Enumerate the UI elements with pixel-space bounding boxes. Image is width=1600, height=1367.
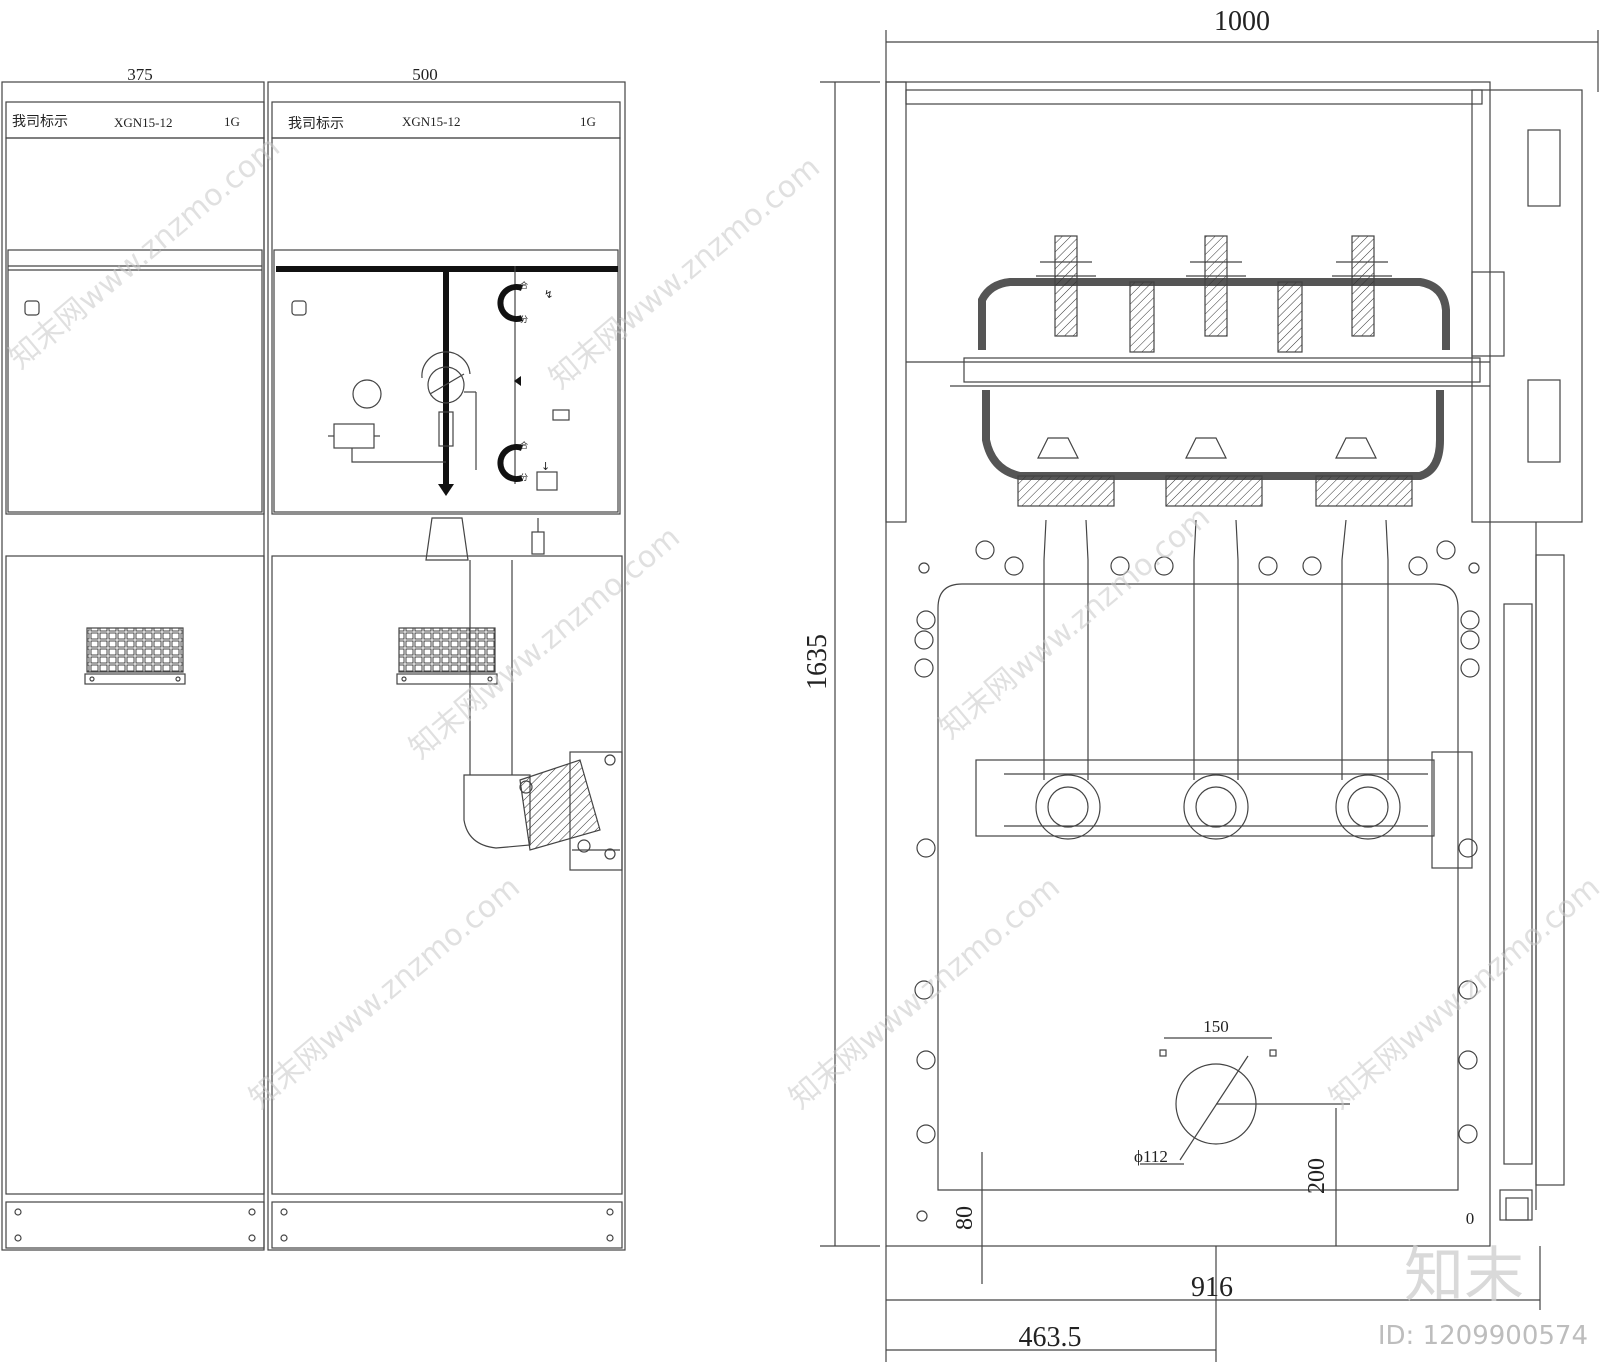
- breaker-symbol: [427, 366, 465, 404]
- right-mimic-door: [273, 249, 619, 513]
- close-mark-lower: 合: [520, 440, 528, 450]
- watermark-site-7: 知末网www.znzmo.com: [1323, 870, 1600, 1116]
- upper-bushings: [978, 235, 1450, 353]
- watermark-brand: 知末: [1404, 1241, 1524, 1311]
- left-nameplate-model: XGN15-12: [114, 115, 173, 130]
- vacuum-chamber-housing: [982, 390, 1444, 480]
- left-nameplate-code: 1G: [224, 114, 240, 129]
- left-nameplate-label: 我司标示: [12, 114, 68, 130]
- watermark-site-4: 知末网www.znzmo.com: [243, 870, 527, 1116]
- svg-text:↯: ↯: [544, 288, 553, 301]
- height-dimension: 1635: [802, 634, 833, 690]
- right-nameplate-code: 1G: [580, 114, 596, 129]
- left-relay-door: [7, 249, 263, 513]
- close-mark-upper: 合: [520, 280, 528, 290]
- half-width-dimension: 463.5: [1019, 1322, 1082, 1353]
- current-transformer-rail: [975, 759, 1435, 837]
- svg-text:↓: ↓: [541, 460, 550, 473]
- right-nameplate-label: 我司标示: [288, 116, 344, 132]
- cable-entry-hole: [1175, 1063, 1257, 1145]
- hole-offset-dimension: 200: [1304, 1158, 1330, 1194]
- left-plinth: [5, 1201, 265, 1249]
- watermark-site-6: 知末网www.znzmo.com: [783, 870, 1067, 1116]
- mimic-diagram: ↯ ↓ 合 分 合 分: [276, 266, 618, 496]
- left-lower-door: [5, 555, 265, 1195]
- cable-compartment-panel: [937, 583, 1459, 1191]
- open-mark-upper: 分: [520, 315, 528, 324]
- upper-disconnector-symbol: [497, 284, 524, 322]
- front-view: ↯ ↓ 合 分 合 分: [1, 81, 626, 1251]
- watermark-site-5: 知末网www.znzmo.com: [933, 500, 1217, 746]
- watermark-site-1: 知末网www.znzmo.com: [3, 130, 287, 376]
- watermark-id: ID: 1209900574: [1378, 1321, 1588, 1351]
- bottom-margin-dimension: 80: [952, 1206, 978, 1230]
- open-mark-lower: 分: [520, 473, 528, 482]
- corner-mark: 0: [1466, 1209, 1475, 1228]
- lower-disconnector-symbol: [497, 444, 524, 482]
- right-plinth: [271, 1201, 623, 1249]
- cabinet-body: [885, 81, 1491, 1247]
- left-width-dimension: 375: [127, 65, 153, 84]
- hole-diameter-dimension: ϕ112: [1134, 1147, 1168, 1166]
- watermark-site-2: 知末网www.znzmo.com: [543, 150, 827, 396]
- hole-spacing-dimension: 150: [1203, 1017, 1229, 1036]
- total-width-dimension: 1000: [1214, 6, 1270, 37]
- right-lower-door: [271, 555, 623, 1195]
- bottom-width-dimension: 916: [1191, 1272, 1233, 1303]
- fixing-holes: [914, 540, 1480, 1222]
- interlock-mechanism: [463, 751, 623, 871]
- right-nameplate-model: XGN15-12: [402, 114, 461, 129]
- right-width-dimension: 500: [412, 65, 438, 84]
- right-cabinet-frame: [267, 81, 626, 1251]
- operating-handle: [425, 517, 469, 561]
- side-view: [820, 30, 1599, 1362]
